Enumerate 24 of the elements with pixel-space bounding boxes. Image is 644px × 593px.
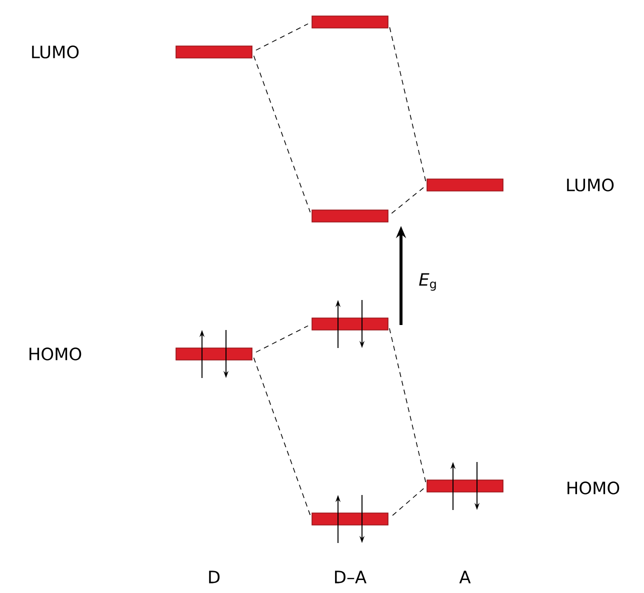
energy-level-bar (312, 318, 388, 330)
dashed-connector (253, 357, 311, 516)
level-label: HOMO (568, 482, 620, 494)
level-label: LUMO (567, 178, 614, 192)
energy-level-bar (312, 512, 388, 526)
dashed-connector (253, 55, 311, 213)
level-label: LUMO (32, 46, 79, 58)
energy-level-bar (426, 480, 504, 492)
dashed-connector (391, 187, 424, 214)
level-label: A (459, 570, 471, 584)
energy-level-bar (176, 46, 252, 58)
dashed-connector (388, 327, 426, 482)
level-label: D–A (335, 570, 366, 584)
level-label: D (209, 570, 220, 584)
dashed-connector (391, 488, 424, 517)
energy-level-bar (312, 16, 388, 28)
energy-level-bar (312, 210, 388, 222)
energy-level-bar (176, 348, 252, 360)
dashed-connector (256, 23, 308, 51)
energy-level-bar (426, 178, 504, 192)
level-label: HOMO (30, 348, 82, 360)
dashed-connector (388, 26, 426, 182)
dashed-connector (256, 325, 308, 353)
level-label: E$_{g}$ (419, 273, 436, 291)
